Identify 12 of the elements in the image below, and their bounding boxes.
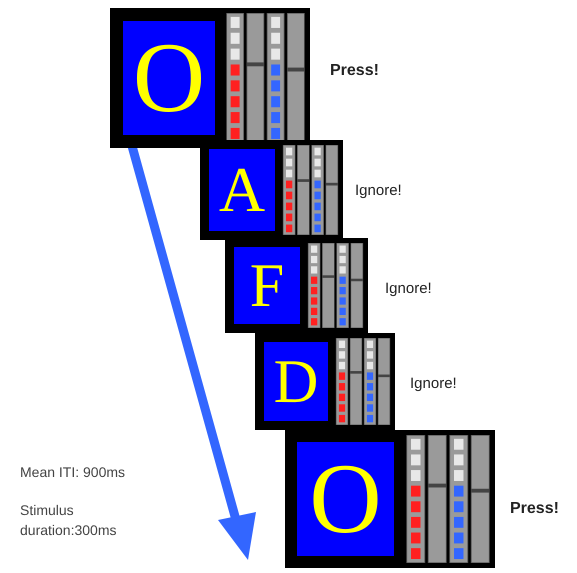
response-instruction: Press! bbox=[330, 62, 379, 80]
response-instruction: Press! bbox=[510, 500, 559, 518]
stimulus-letter: O bbox=[132, 28, 206, 128]
response-instruction: Ignore! bbox=[355, 182, 402, 199]
response-instruction: Ignore! bbox=[385, 280, 432, 297]
stimulus-letter: A bbox=[218, 158, 266, 222]
response-instruction: Ignore! bbox=[410, 375, 457, 392]
timing-note: Stimulus duration:300ms bbox=[20, 501, 118, 540]
timing-note: Mean ITI: 900ms bbox=[20, 463, 126, 482]
stimulus-letter: D bbox=[274, 350, 318, 412]
stimulus-letter: F bbox=[250, 254, 284, 316]
stimulus-letter: O bbox=[309, 449, 382, 549]
